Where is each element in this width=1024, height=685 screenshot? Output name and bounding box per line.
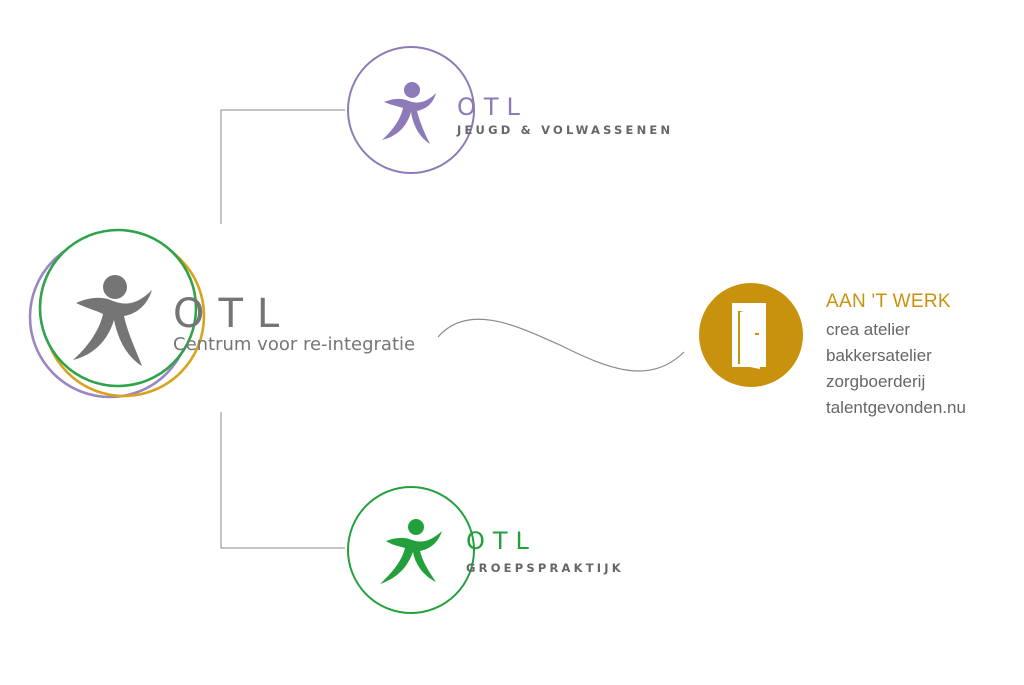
- main-subtitle: Centrum voor re-integratie: [173, 334, 415, 355]
- youth-node: OTL JEUGD & VOLWASSENEN: [347, 46, 673, 174]
- work-node: [699, 283, 803, 387]
- connector-to-group: [220, 412, 345, 549]
- connector-to-work: [437, 318, 685, 372]
- group-wordmark: OTL: [466, 527, 537, 555]
- work-item-bakkersatelier: bakkersatelier: [826, 346, 932, 365]
- group-figure-icon: [380, 519, 442, 584]
- work-item-crea-atelier: crea atelier: [826, 320, 911, 339]
- work-title: AAN 'T WERK: [826, 291, 951, 312]
- work-item-talentgevonden: talentgevonden.nu: [826, 398, 966, 417]
- group-subtitle: GROEPSPRAKTIJK: [466, 561, 624, 575]
- connectors: [220, 109, 685, 549]
- work-label-block: AAN 'T WERK crea atelier bakkersatelier …: [826, 290, 1016, 421]
- work-item-zorgboerderij: zorgboerderij: [826, 372, 926, 391]
- person-figure-icon: [73, 275, 152, 366]
- group-node: OTL GROEPSPRAKTIJK: [347, 486, 624, 614]
- youth-wordmark: OTL: [457, 93, 528, 121]
- connector-to-youth: [220, 109, 345, 224]
- door-icon: [732, 303, 766, 369]
- youth-subtitle: JEUGD & VOLWASSENEN: [456, 123, 673, 137]
- youth-figure-icon: [382, 82, 436, 144]
- main-wordmark: OTL: [173, 291, 293, 337]
- main-node: OTL Centrum voor re-integratie: [28, 228, 415, 399]
